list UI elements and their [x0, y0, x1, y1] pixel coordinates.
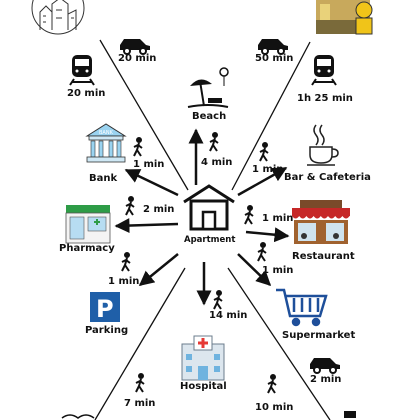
arrow-supermarket — [237, 253, 272, 287]
label-beach: Beach — [192, 111, 227, 122]
time-beach: 4 min — [201, 157, 233, 168]
arrow-restaurant — [245, 227, 290, 243]
restaurant-storefront-icon — [292, 200, 350, 244]
svg-text:P: P — [96, 295, 114, 323]
time-supermarket: 1 min — [262, 265, 294, 276]
label-bar: Bar & Cafeteria — [284, 172, 371, 183]
car-icon-top-right — [258, 39, 288, 55]
walk-icon-pharmacy — [125, 196, 135, 216]
walk-icon-bottom-right — [267, 374, 277, 394]
time-bank: 1 min — [133, 159, 165, 170]
time-pharmacy: 2 min — [143, 204, 175, 215]
time-hospital: 14 min — [209, 310, 248, 321]
time-restaurant: 1 min — [262, 213, 294, 224]
walk-time-bottom-right: 10 min — [255, 402, 294, 413]
pharmacy-store-icon — [65, 205, 111, 244]
walk-icon-bank — [133, 137, 143, 157]
walk-icon-hospital — [213, 290, 223, 310]
car-time-bottom-right: 2 min — [310, 374, 342, 385]
parking-sign-icon: P — [90, 292, 120, 323]
arrow-parking — [138, 253, 179, 286]
label-restaurant: Restaurant — [292, 251, 355, 262]
label-hospital: Hospital — [180, 381, 227, 392]
svg-text:BANK: BANK — [99, 130, 114, 136]
train-icon-top-right — [311, 55, 337, 86]
walk-icon-bar — [259, 142, 269, 162]
center-label-apartment: Apartment — [184, 235, 236, 245]
car-icon-top-left — [120, 39, 150, 55]
train-time-top-right: 1h 25 min — [297, 93, 353, 104]
arrow-bar — [237, 166, 288, 197]
route-line-top-right — [231, 41, 311, 191]
car-time-top-right: 50 min — [255, 53, 294, 64]
train-time-top-left: 20 min — [67, 88, 106, 99]
walk-icon-bottom-left — [135, 373, 145, 393]
label-bank: Bank — [89, 173, 118, 184]
shopping-cart-icon — [276, 288, 328, 327]
walk-icon-beach — [209, 132, 219, 152]
house-icon — [183, 184, 235, 231]
time-parking: 1 min — [108, 276, 140, 287]
festival-photo-icon — [316, 0, 373, 35]
car-time-top-left: 20 min — [118, 53, 157, 64]
arrow-pharmacy — [114, 218, 179, 234]
route-line-top-left — [99, 39, 189, 191]
time-bar: 1 min — [252, 164, 284, 175]
walk-time-bottom-left: 7 min — [124, 398, 156, 409]
cropped-badge-icon — [344, 411, 356, 418]
label-parking: Parking — [85, 325, 129, 336]
beach-umbrella-icon — [187, 67, 229, 108]
car-icon-bottom-right — [310, 358, 340, 374]
bank-building-icon: BANK — [85, 123, 127, 163]
train-icon-top-left — [69, 55, 95, 86]
route-line-bottom-left — [94, 267, 186, 420]
label-pharmacy: Pharmacy — [59, 243, 115, 254]
arrow-bank — [124, 168, 179, 197]
coffee-cup-icon — [307, 124, 339, 166]
walk-icon-parking — [121, 252, 131, 272]
cropped-sketch-icon — [61, 414, 95, 419]
route-line-bottom-right — [227, 267, 331, 420]
hospital-building-icon — [181, 335, 225, 381]
label-supermarket: Supermarket — [282, 330, 356, 341]
walk-icon-restaurant — [244, 205, 254, 225]
walk-icon-supermarket — [257, 242, 267, 262]
city-sketch-icon — [31, 0, 85, 35]
